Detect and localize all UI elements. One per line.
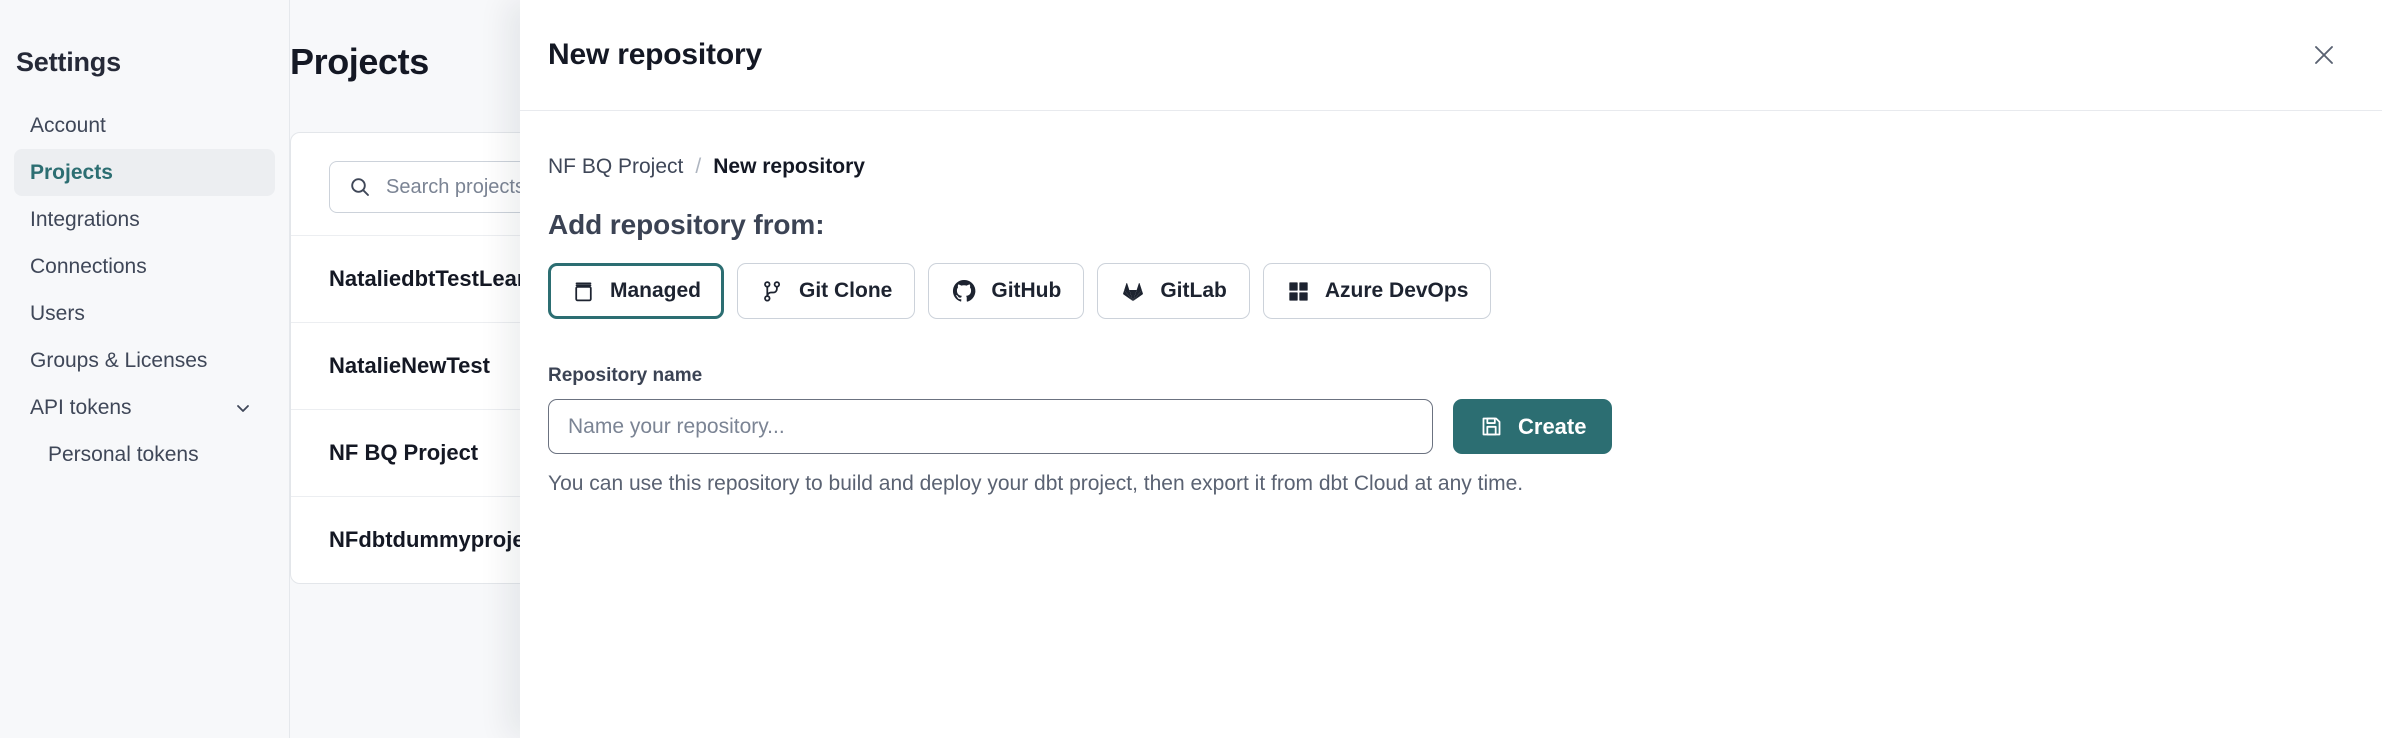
archive-box-icon xyxy=(571,279,596,304)
page-title-wrap: Projects xyxy=(290,40,2382,84)
new-repository-modal: New repository NF BQ Project / New repos… xyxy=(520,0,2382,738)
sidebar-item-label: Connections xyxy=(30,254,147,278)
sidebar-title: Settings xyxy=(16,47,121,77)
sidebar-item-label: Users xyxy=(30,301,85,325)
source-option-label: GitLab xyxy=(1160,279,1227,302)
sidebar-item-personal-tokens[interactable]: Personal tokens xyxy=(14,431,275,478)
repository-name-row: Create xyxy=(548,399,2344,454)
save-icon xyxy=(1479,414,1504,439)
close-icon[interactable] xyxy=(2304,35,2344,75)
project-name: NFdbtdummyproject xyxy=(329,527,545,552)
source-option-github[interactable]: GitHub xyxy=(928,263,1085,319)
source-option-label: Git Clone xyxy=(799,279,893,302)
modal-title: New repository xyxy=(548,38,762,71)
source-option-label: Managed xyxy=(610,279,702,302)
breadcrumb-separator: / xyxy=(695,155,702,178)
sidebar-nav-list: Account Projects Integrations Connection… xyxy=(0,102,289,478)
sidebar-item-integrations[interactable]: Integrations xyxy=(14,196,275,243)
repository-source-options: Managed Git Clone xyxy=(548,263,2344,319)
source-option-managed[interactable]: Managed xyxy=(548,263,725,319)
page-title: Projects xyxy=(290,41,429,82)
sidebar-item-users[interactable]: Users xyxy=(14,290,275,337)
sidebar-item-label: Groups & Licenses xyxy=(30,348,208,372)
project-name: NF BQ Project xyxy=(329,440,479,465)
sidebar-item-label: Personal tokens xyxy=(48,442,199,466)
source-option-gitlab[interactable]: GitLab xyxy=(1097,263,1250,319)
sidebar-item-label: Account xyxy=(30,113,106,137)
modal-header: New repository xyxy=(520,0,2382,111)
sidebar-item-api-tokens[interactable]: API tokens xyxy=(14,384,275,431)
create-button-label: Create xyxy=(1518,413,1587,439)
sidebar-item-account[interactable]: Account xyxy=(14,102,275,149)
sidebar-item-connections[interactable]: Connections xyxy=(14,243,275,290)
settings-sidebar: Settings Account Projects Integrations C… xyxy=(0,0,290,738)
repository-helper-text: You can use this repository to build and… xyxy=(548,472,1524,495)
repository-name-label: Repository name xyxy=(548,365,703,386)
project-name: NatalieNewTest xyxy=(329,353,490,378)
gitlab-icon xyxy=(1120,278,1146,304)
search-icon xyxy=(348,175,372,199)
repository-name-input[interactable] xyxy=(548,399,1433,454)
source-option-label: GitHub xyxy=(991,279,1062,302)
source-option-label: Azure DevOps xyxy=(1324,279,1469,302)
modal-body: NF BQ Project / New repository Add repos… xyxy=(520,111,2382,738)
breadcrumb-parent-link[interactable]: NF BQ Project xyxy=(548,155,684,178)
breadcrumb: NF BQ Project / New repository xyxy=(548,155,2344,179)
sidebar-item-label: API tokens xyxy=(30,395,132,419)
sidebar-item-groups-licenses[interactable]: Groups & Licenses xyxy=(14,337,275,384)
create-button[interactable]: Create xyxy=(1453,399,1613,454)
azure-devops-icon xyxy=(1286,279,1311,304)
sidebar-item-projects[interactable]: Projects xyxy=(14,149,275,196)
add-repository-from-heading: Add repository from: xyxy=(548,209,825,240)
source-option-azure-devops[interactable]: Azure DevOps xyxy=(1262,263,1492,319)
git-branch-icon xyxy=(760,279,785,304)
source-option-git-clone[interactable]: Git Clone xyxy=(737,263,916,319)
sidebar-item-label: Integrations xyxy=(30,207,140,231)
breadcrumb-current: New repository xyxy=(713,155,865,178)
sidebar-item-label: Projects xyxy=(30,160,113,184)
chevron-down-icon xyxy=(233,398,253,418)
github-icon xyxy=(951,278,977,304)
